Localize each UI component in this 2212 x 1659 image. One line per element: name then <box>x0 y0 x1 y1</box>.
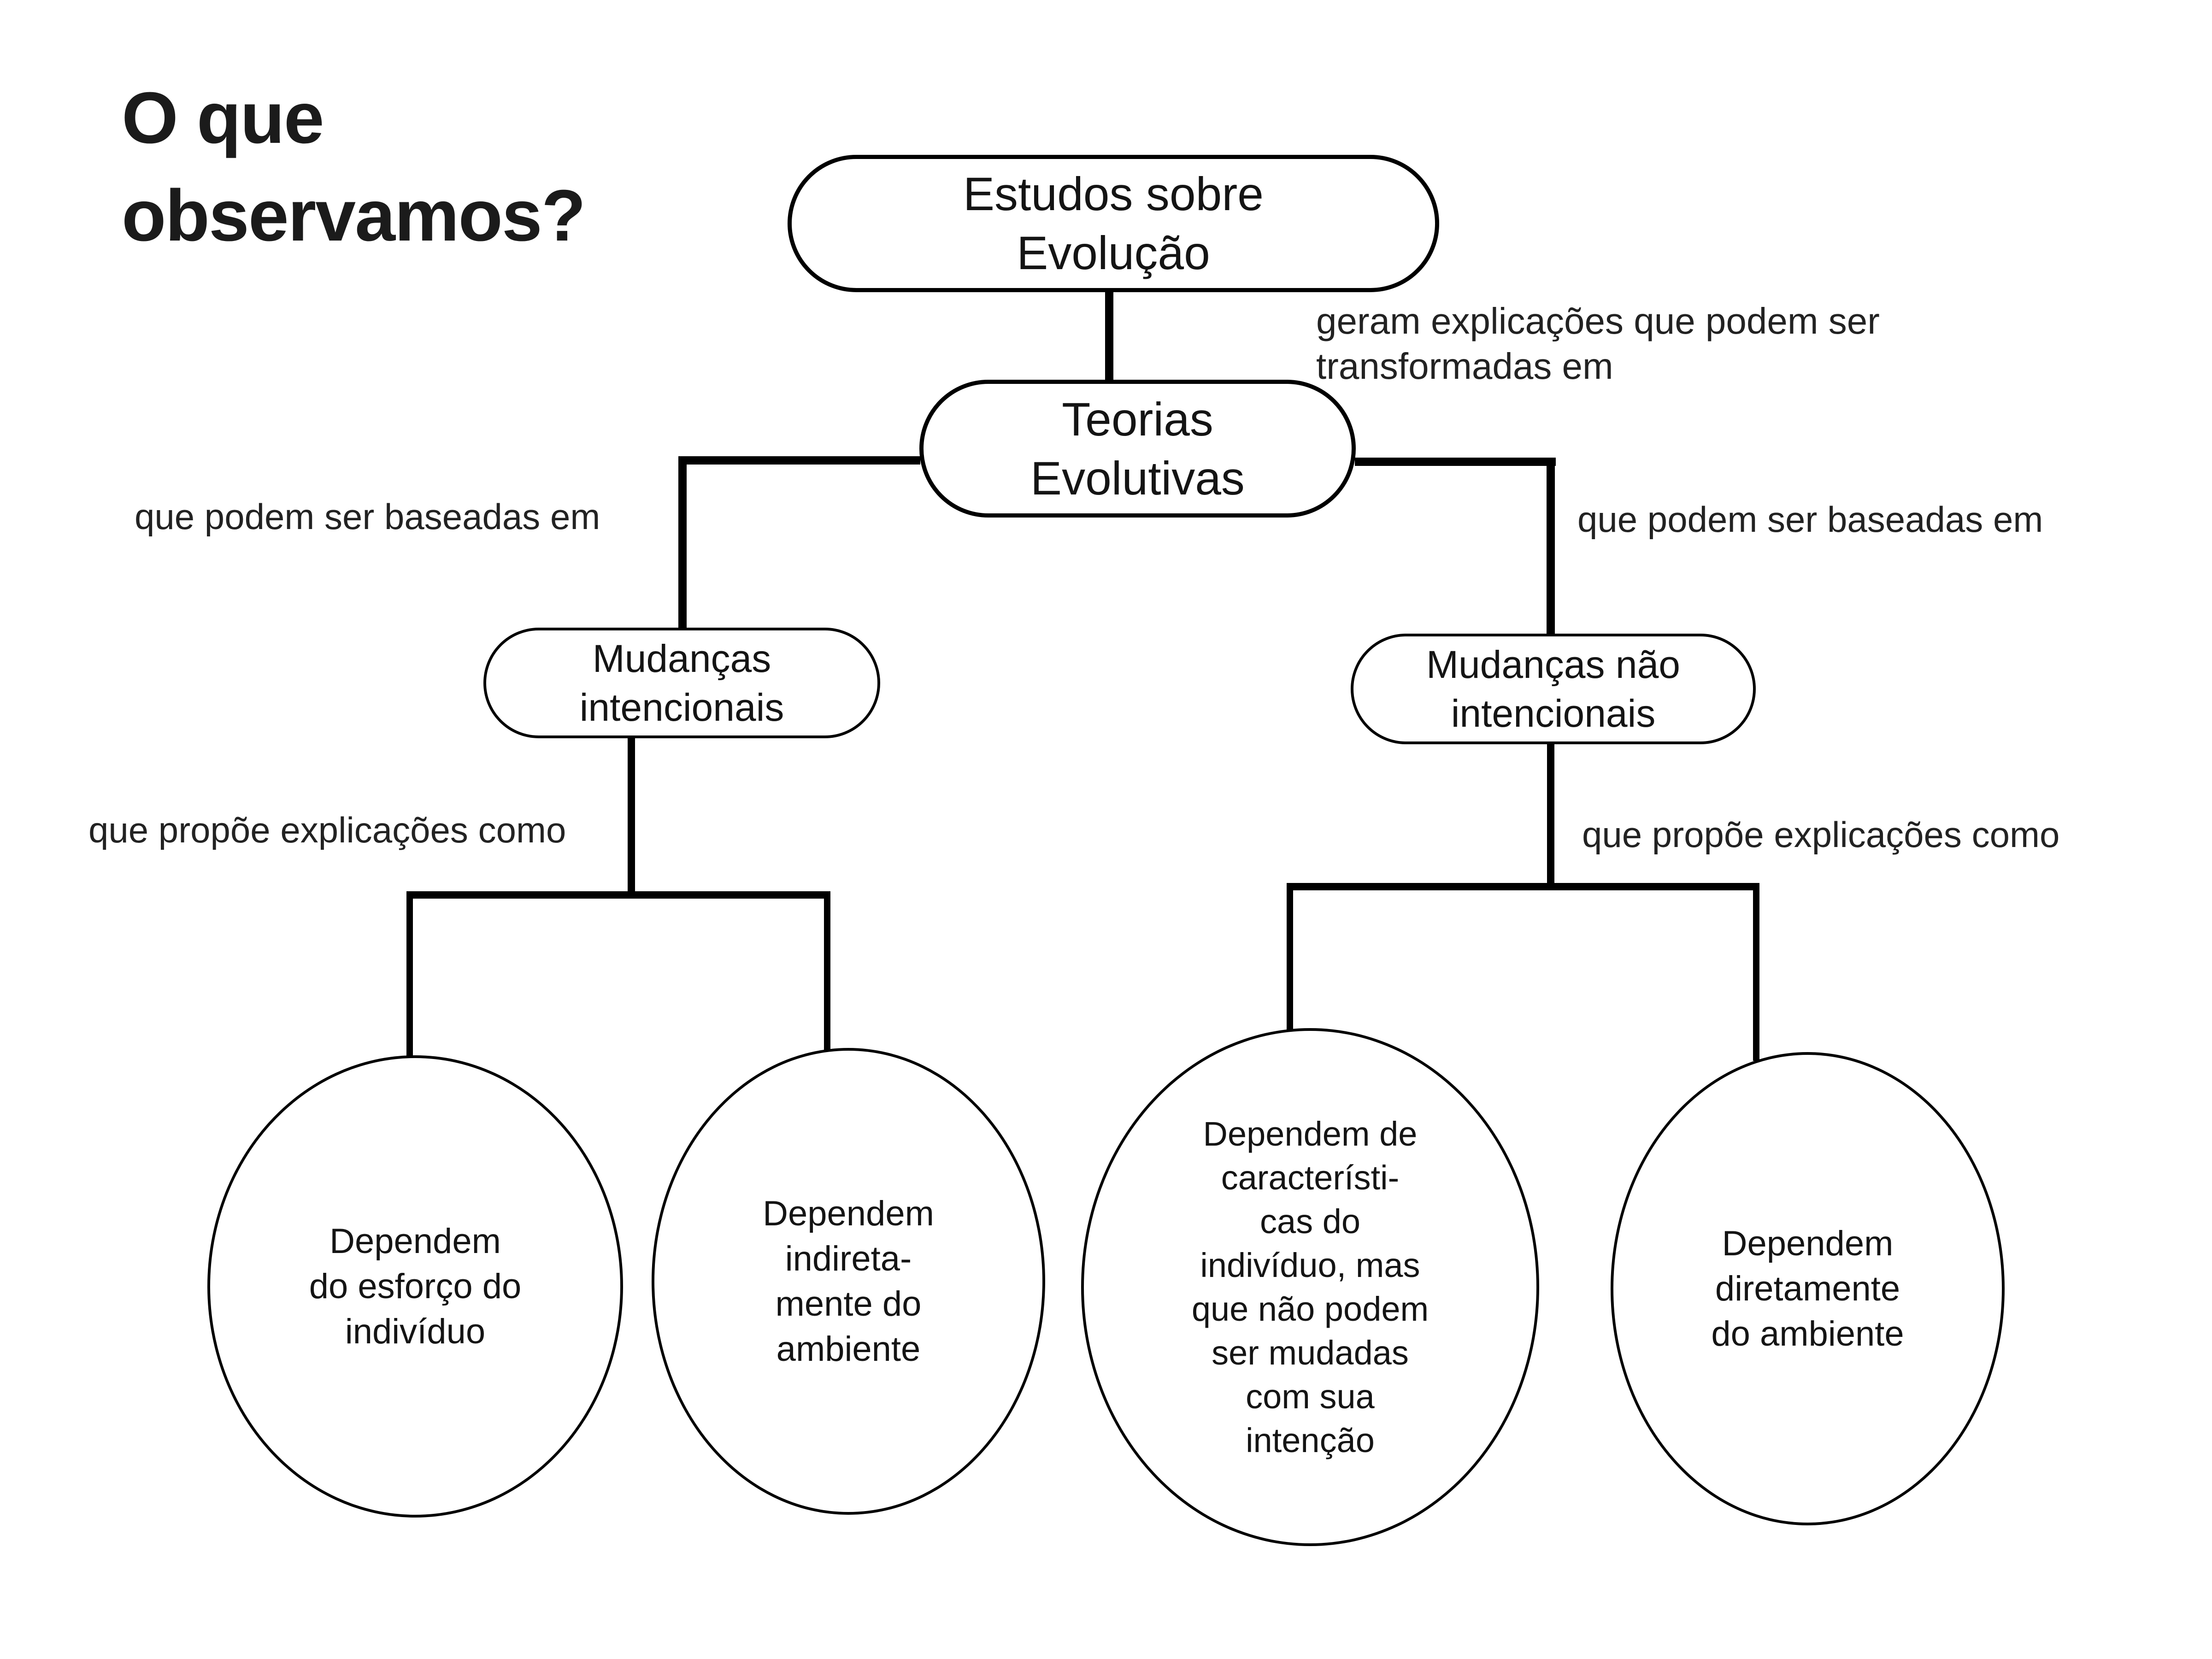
connector-teorias-left-vertical <box>678 456 687 629</box>
leg-to-ellipse-indiretamente <box>824 891 830 1053</box>
node-mudancas-nao-intencionais: Mudanças não intencionais <box>1351 634 1756 744</box>
ellipse-caracteristicas-line1: Dependem de <box>1203 1115 1418 1153</box>
leg-to-ellipse-diretamente <box>1753 883 1759 1061</box>
node-teorias-line2: Evolutivas <box>1030 452 1245 505</box>
ellipse-esforco-line2: do esforço do <box>309 1266 522 1306</box>
ellipse-esforco-line1: Dependem <box>329 1221 501 1261</box>
ellipse-caracteristicas-line2: característi- <box>1221 1159 1400 1197</box>
ellipse-diretamente-line1: Dependem <box>1722 1224 1894 1263</box>
node-estudos-line1: Estudos sobre <box>963 168 1264 220</box>
connector-mudancas-intencionais-down <box>628 736 635 895</box>
node-estudos-sobre-evolucao: Estudos sobre Evolução <box>788 155 1439 292</box>
page-title-line2: observamos? <box>122 175 586 256</box>
node-mudancas-nao-intencionais-line1: Mudanças não <box>1426 643 1681 686</box>
edge-label-baseadas-right: que podem ser baseadas em <box>1577 499 2043 540</box>
page-title-line1: O que <box>122 77 324 159</box>
edge-label-geram-explicacoes: geram explicações que podem ser transfor… <box>1316 299 2053 389</box>
node-teorias-evolutivas: Teorias Evolutivas <box>919 380 1356 518</box>
ellipse-dependem-indiretamente-ambiente: Dependem indireta- mente do ambiente <box>652 1048 1045 1515</box>
connector-teorias-right-horizontal <box>1355 458 1556 466</box>
node-mudancas-intencionais-line1: Mudanças <box>592 637 771 680</box>
ellipse-indiretamente-line2: indireta- <box>785 1239 912 1278</box>
connector-estudos-teorias <box>1105 291 1113 382</box>
ellipse-caracteristicas-line7: com sua <box>1246 1377 1375 1416</box>
ellipse-caracteristicas-line5: que não podem <box>1191 1290 1429 1328</box>
node-mudancas-nao-intencionais-line2: intencionais <box>1451 692 1656 735</box>
leg-to-ellipse-esforco <box>406 891 413 1059</box>
ellipse-dependem-diretamente-ambiente: Dependem diretamente do ambiente <box>1611 1052 2005 1525</box>
node-teorias-line1: Teorias <box>1062 393 1213 446</box>
connector-mudancas-nao-down <box>1547 742 1554 890</box>
ellipse-indiretamente-line1: Dependem <box>763 1194 934 1233</box>
node-mudancas-intencionais: Mudanças intencionais <box>483 628 880 738</box>
ellipse-esforco-line3: indivíduo <box>345 1312 486 1351</box>
connector-teorias-right-vertical <box>1547 458 1555 635</box>
edge-label-geram-line2: transformadas em <box>1316 346 1613 387</box>
edge-label-geram-line1: geram explicações que podem ser <box>1316 300 1880 341</box>
node-mudancas-intencionais-line2: intencionais <box>579 686 784 729</box>
ellipse-caracteristicas-line8: intenção <box>1246 1421 1375 1459</box>
edge-label-propoe-left: que propõe explicações como <box>88 810 566 850</box>
ellipse-caracteristicas-line4: indivíduo, mas <box>1200 1246 1420 1284</box>
connector-teorias-left-horizontal <box>678 456 920 465</box>
edge-label-propoe-right: que propõe explicações como <box>1582 814 2060 855</box>
ellipse-dependem-caracteristicas-individuo: Dependem de característi- cas do indivíd… <box>1081 1028 1539 1546</box>
page-title: O que observamos? <box>122 69 586 265</box>
ellipse-caracteristicas-line6: ser mudadas <box>1212 1334 1409 1372</box>
node-estudos-line2: Evolução <box>1017 227 1210 279</box>
ellipse-diretamente-line3: do ambiente <box>1711 1314 1904 1353</box>
edge-label-baseadas-left: que podem ser baseadas em <box>135 496 600 537</box>
ellipse-indiretamente-line4: ambiente <box>776 1329 921 1369</box>
ellipse-diretamente-line2: diretamente <box>1715 1269 1900 1308</box>
ellipse-caracteristicas-line3: cas do <box>1259 1202 1361 1241</box>
leg-to-ellipse-caracteristicas <box>1287 883 1293 1035</box>
branch-bar-right <box>1287 883 1759 890</box>
ellipse-indiretamente-line3: mente do <box>775 1284 922 1324</box>
ellipse-dependem-esforco-individuo: Dependem do esforço do indivíduo <box>207 1055 623 1518</box>
branch-bar-left <box>406 891 830 899</box>
